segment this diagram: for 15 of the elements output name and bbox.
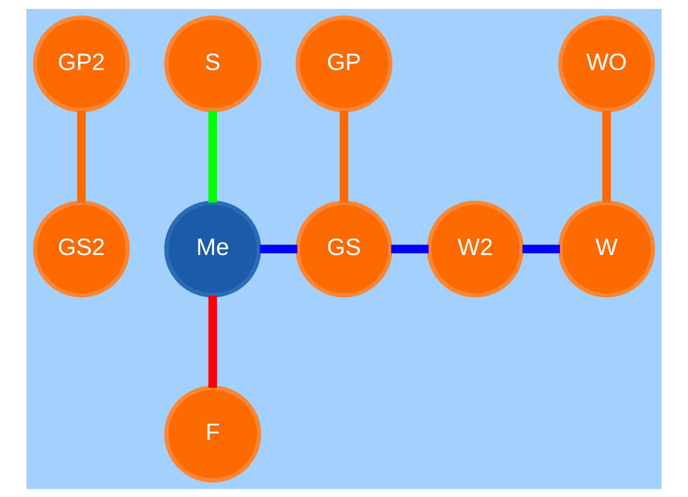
node-circle: GS xyxy=(296,200,392,297)
node-circle: WO xyxy=(558,14,656,112)
node-circle: GP2 xyxy=(32,14,130,112)
node-circle: Me xyxy=(164,200,262,297)
connector xyxy=(77,110,86,202)
connector xyxy=(602,110,611,202)
connector xyxy=(208,110,217,202)
node-circle: GP xyxy=(296,14,392,112)
connector xyxy=(340,110,348,202)
node-circle: S xyxy=(164,14,262,112)
connector xyxy=(208,295,217,388)
node-circle: GS2 xyxy=(32,200,130,297)
node-circle: W2 xyxy=(426,200,524,297)
node-circle: W xyxy=(558,200,656,297)
node-circle: F xyxy=(164,385,262,482)
